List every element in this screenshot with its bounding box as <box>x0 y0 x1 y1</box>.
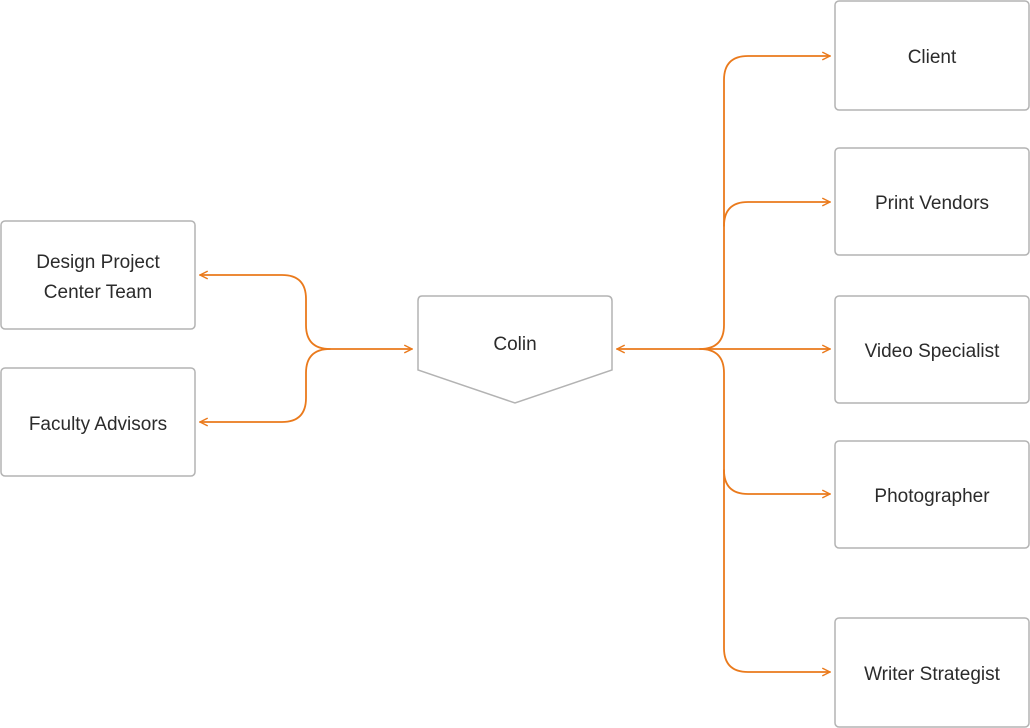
node-client: Client <box>834 0 1030 111</box>
node-print-vendors: Print Vendors <box>834 147 1030 256</box>
node-label-line-2: Center Team <box>44 282 152 303</box>
connector-writer-strategist-branch <box>723 469 831 499</box>
center-node-label: Colin <box>493 334 536 355</box>
node-label-line-1: Design Project <box>36 252 160 273</box>
connector-faculty-advisors <box>199 348 331 427</box>
node-label: Photographer <box>874 486 990 507</box>
node-label: Faculty Advisors <box>29 414 167 435</box>
node-design-project-center-team: Design Project Center Team <box>0 220 196 330</box>
node-label: Print Vendors <box>875 193 989 214</box>
connector-client <box>699 51 831 350</box>
connector-photographer <box>699 348 831 677</box>
node-label: Video Specialist <box>865 341 1001 362</box>
node-faculty-advisors: Faculty Advisors <box>0 367 196 477</box>
connector-print-vendors <box>723 197 831 227</box>
node-photographer: Photographer <box>834 440 1030 549</box>
node-video-specialist: Video Specialist <box>834 295 1030 404</box>
node-label: Writer Strategist <box>864 664 1001 685</box>
node-writer-strategist: Writer Strategist <box>834 617 1030 728</box>
node-label: Client <box>908 47 957 68</box>
connector-design-project-center-team <box>199 270 413 354</box>
center-node-colin: Colin <box>417 295 613 404</box>
